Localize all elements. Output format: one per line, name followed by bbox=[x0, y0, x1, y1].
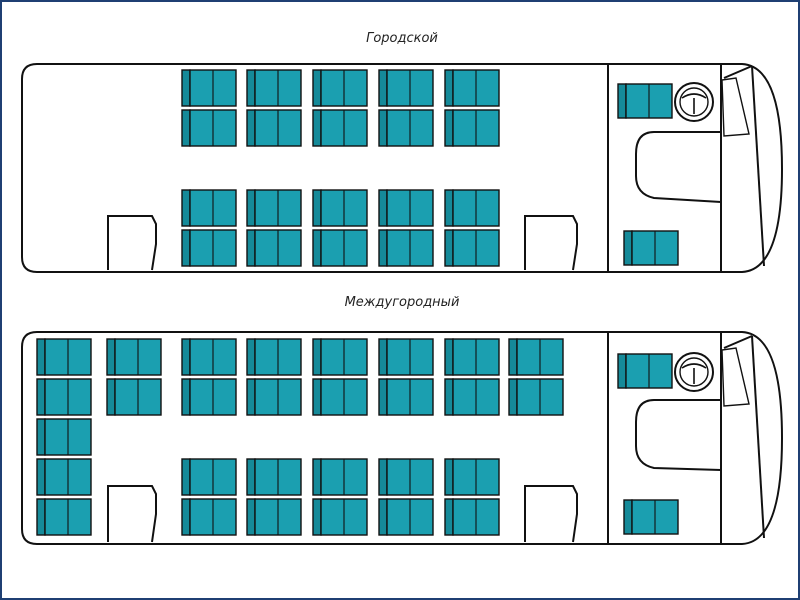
city-rear-door-box bbox=[107, 215, 157, 271]
seat-icon bbox=[181, 229, 237, 267]
steering-wheel-icon bbox=[674, 82, 714, 122]
seat-icon bbox=[181, 458, 237, 496]
intercity-bus-title: Междугородный bbox=[345, 295, 460, 310]
seat-icon bbox=[508, 338, 564, 376]
intercity-rear-door-box bbox=[107, 485, 157, 543]
seat-icon bbox=[617, 353, 673, 389]
seat-icon bbox=[623, 499, 679, 535]
seat-icon bbox=[181, 69, 237, 107]
seat-icon bbox=[312, 69, 368, 107]
seat-icon bbox=[312, 338, 368, 376]
seat-icon bbox=[508, 378, 564, 416]
seat-icon bbox=[444, 189, 500, 227]
seat-icon bbox=[312, 229, 368, 267]
seat-icon bbox=[106, 378, 162, 416]
city-windshield-curve bbox=[751, 65, 765, 267]
seat-icon bbox=[444, 378, 500, 416]
city-seats bbox=[181, 69, 679, 267]
steering-wheel-icon bbox=[674, 352, 714, 392]
intercity-bus-layout: Междугородный bbox=[21, 295, 784, 545]
city-bus-title: Городской bbox=[366, 31, 438, 46]
seat-icon bbox=[36, 498, 92, 536]
seat-icon bbox=[181, 378, 237, 416]
seat-icon bbox=[378, 229, 434, 267]
seat-icon bbox=[181, 189, 237, 227]
seat-icon bbox=[36, 378, 92, 416]
seat-icon bbox=[623, 230, 679, 266]
seat-icon bbox=[246, 338, 302, 376]
door-icon bbox=[721, 347, 750, 407]
seat-icon bbox=[246, 458, 302, 496]
seat-icon bbox=[181, 109, 237, 147]
intercity-windshield-curve bbox=[751, 335, 765, 539]
seat-icon bbox=[246, 498, 302, 536]
intercity-middle-door-box bbox=[524, 485, 578, 543]
intercity-seats bbox=[36, 338, 679, 536]
seat-icon bbox=[378, 338, 434, 376]
seat-icon bbox=[181, 338, 237, 376]
seat-icon bbox=[312, 458, 368, 496]
seat-icon bbox=[444, 498, 500, 536]
seat-icon bbox=[444, 109, 500, 147]
seat-icon bbox=[378, 458, 434, 496]
seat-icon bbox=[246, 109, 302, 147]
seat-icon bbox=[378, 109, 434, 147]
seat-icon bbox=[444, 458, 500, 496]
bus-seating-plan: Городской Междугородный bbox=[21, 31, 784, 545]
seat-icon bbox=[246, 378, 302, 416]
seat-icon bbox=[36, 458, 92, 496]
seat-icon bbox=[181, 498, 237, 536]
seat-icon bbox=[312, 189, 368, 227]
intercity-dashboard bbox=[635, 399, 722, 471]
seat-icon bbox=[312, 378, 368, 416]
seat-icon bbox=[246, 69, 302, 107]
intercity-windshield-line bbox=[723, 335, 753, 349]
seat-icon bbox=[246, 189, 302, 227]
seat-icon bbox=[378, 69, 434, 107]
seat-icon bbox=[312, 109, 368, 147]
door-icon bbox=[721, 77, 750, 137]
seat-icon bbox=[36, 338, 92, 376]
seat-icon bbox=[444, 69, 500, 107]
city-windshield-line bbox=[723, 65, 753, 79]
seat-icon bbox=[36, 418, 92, 456]
seat-icon bbox=[378, 378, 434, 416]
seat-icon bbox=[106, 338, 162, 376]
seat-icon bbox=[444, 229, 500, 267]
city-middle-door-box bbox=[524, 215, 578, 271]
seat-icon bbox=[444, 338, 500, 376]
seat-icon bbox=[617, 83, 673, 119]
city-dashboard bbox=[635, 131, 722, 203]
seat-icon bbox=[246, 229, 302, 267]
seat-icon bbox=[378, 498, 434, 536]
seat-icon bbox=[312, 498, 368, 536]
city-bus-layout: Городской bbox=[21, 31, 784, 273]
seat-icon bbox=[378, 189, 434, 227]
